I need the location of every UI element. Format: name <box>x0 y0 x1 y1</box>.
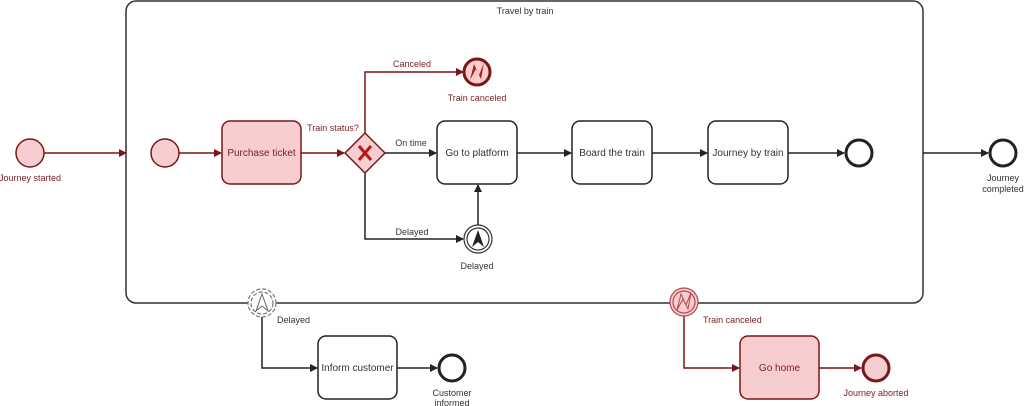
flow-label-on-time: On time <box>395 138 427 148</box>
start-event-inner[interactable] <box>150 138 180 168</box>
end-event-customer-informed[interactable]: Customer informed <box>432 353 472 406</box>
lightning-icon <box>676 292 692 311</box>
flow-canceled <box>364 68 464 133</box>
task-go-home[interactable]: Go home <box>739 335 820 400</box>
exclusive-gateway[interactable]: Train status? <box>307 123 387 175</box>
flow-boundary-canceled <box>683 316 740 372</box>
task-label: Go home <box>759 363 801 374</box>
task-label: Journey by train <box>712 148 783 159</box>
gateway-label: Train status? <box>307 123 359 133</box>
task-inform-customer[interactable]: Inform customer <box>317 335 398 400</box>
task-journey-by-train[interactable]: Journey by train <box>707 120 789 185</box>
label: Train canceled <box>448 93 507 103</box>
label: Delayed <box>460 261 493 271</box>
boundary-event-train-canceled[interactable]: Train canceled <box>669 287 762 325</box>
escalation-icon <box>472 230 484 247</box>
start-event-journey-started[interactable]: Journey started <box>0 138 61 183</box>
task-label: Inform customer <box>321 363 394 374</box>
task-go-to-platform[interactable]: Go to platform <box>436 120 518 185</box>
flow-label-delayed: Delayed <box>395 227 428 237</box>
lightning-icon <box>470 63 484 80</box>
flow-delayed <box>364 173 464 243</box>
end-event-train-canceled[interactable]: Train canceled <box>448 57 507 103</box>
escalation-icon <box>254 292 270 313</box>
task-purchase-ticket[interactable]: Purchase ticket <box>221 120 302 185</box>
label-line2: completed <box>982 184 1024 194</box>
intermediate-event-delayed[interactable]: Delayed <box>460 224 494 271</box>
label-line2: informed <box>434 398 469 406</box>
label: Journey started <box>0 173 61 183</box>
end-event-journey-completed[interactable]: Journey completed <box>982 138 1024 194</box>
flow-boundary-delayed <box>261 317 318 372</box>
label: Journey aborted <box>843 388 908 398</box>
task-label: Go to platform <box>445 148 508 159</box>
boundary-event-delayed[interactable]: Delayed <box>247 288 310 325</box>
end-event-journey-aborted[interactable]: Journey aborted <box>843 353 909 398</box>
end-event-inner[interactable] <box>844 138 874 168</box>
task-label: Board the train <box>579 148 645 159</box>
flow-label-canceled: Canceled <box>393 59 431 69</box>
subprocess-title: Travel by train <box>497 6 554 16</box>
x-icon <box>357 145 373 161</box>
task-label: Purchase ticket <box>227 148 296 159</box>
label: Train canceled <box>703 315 762 325</box>
task-board-the-train[interactable]: Board the train <box>571 120 653 185</box>
label: Delayed <box>277 315 310 325</box>
label-line1: Journey <box>987 173 1020 183</box>
label-line1: Customer <box>432 388 471 398</box>
